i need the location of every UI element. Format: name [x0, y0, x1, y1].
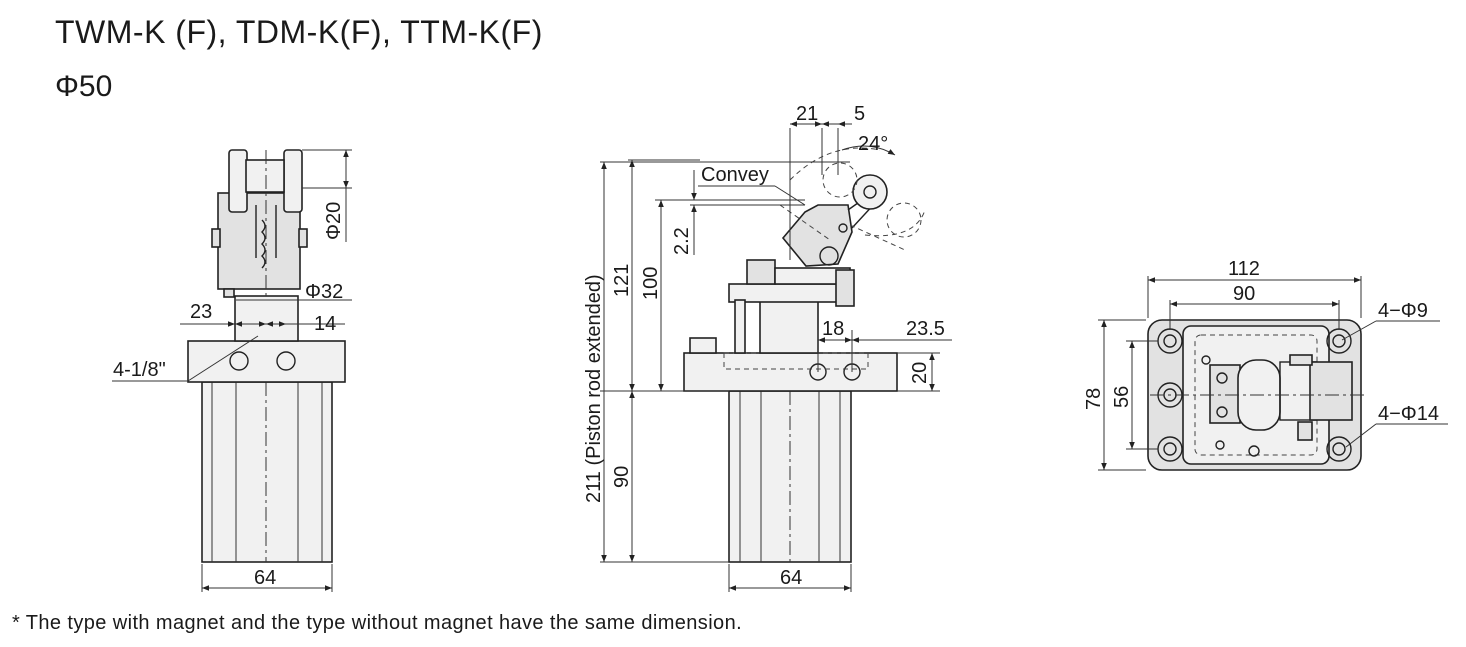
dim-side-64: 64 — [780, 567, 802, 589]
dim-phi32: Φ32 — [305, 281, 343, 303]
dim-23-5: 23.5 — [906, 318, 945, 340]
dim-100: 100 — [640, 267, 662, 300]
side-head-block — [683, 352, 898, 392]
dim-56: 56 — [1111, 386, 1133, 408]
dim-top-90: 90 — [1233, 283, 1255, 305]
port-hole-right — [276, 351, 296, 371]
side-lever — [781, 204, 853, 267]
dim-angle: 24° — [858, 133, 888, 155]
side-view: 21 5 24° Convey 2.2 100 121 90 211 (Pist… — [583, 103, 952, 592]
bore-size: Φ50 — [55, 70, 113, 103]
dim-90: 90 — [611, 466, 633, 488]
front-view: Φ20 Φ32 23 14 4-1/8" 64 — [112, 149, 352, 592]
label-convey: Convey — [701, 164, 769, 186]
dim-14: 14 — [314, 313, 336, 335]
dim-23: 23 — [190, 301, 212, 323]
dim-5: 5 — [854, 103, 865, 125]
front-head-block — [187, 340, 346, 383]
dim-port: 4-1/8" — [113, 359, 166, 381]
side-piston-rod — [759, 299, 819, 354]
page-title: TWM-K (F), TDM-K(F), TTM-K(F) — [55, 14, 543, 50]
front-cylinder-body — [201, 381, 333, 563]
side-roller — [852, 174, 888, 210]
dim-112: 112 — [1228, 258, 1260, 280]
port-hole-left — [229, 351, 249, 371]
dim-18: 18 — [822, 318, 844, 340]
dim-front-64: 64 — [254, 567, 276, 589]
dim-2-2: 2.2 — [671, 227, 693, 255]
top-view: 112 90 4−Φ9 4−Φ14 78 56 — [1083, 258, 1448, 471]
dim-holes-9: 4−Φ9 — [1378, 300, 1428, 322]
dim-121: 121 — [611, 264, 633, 297]
dim-phi20: Φ20 — [323, 202, 345, 240]
dim-211: 211 (Piston rod extended) — [583, 274, 605, 503]
dim-78: 78 — [1083, 388, 1105, 410]
footnote: * The type with magnet and the type with… — [12, 612, 743, 634]
dim-20: 20 — [909, 362, 931, 384]
dim-21: 21 — [796, 103, 818, 125]
front-piston-rod — [234, 295, 299, 342]
dim-holes-14: 4−Φ14 — [1378, 403, 1439, 425]
